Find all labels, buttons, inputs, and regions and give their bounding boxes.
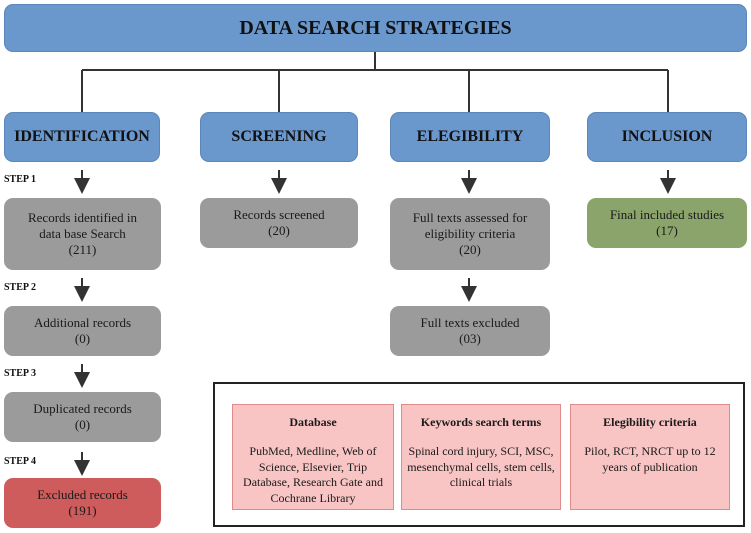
- box-label: Additional records: [33, 314, 132, 330]
- criteria-card: Elegibility criteria Pilot, RCT, NRCT up…: [570, 404, 730, 510]
- box-label: Duplicated records: [33, 400, 132, 416]
- search-criteria-panel: Database PubMed, Medline, Web of Science…: [213, 382, 745, 527]
- stage-inclusion: INCLUSION: [587, 112, 747, 162]
- stage-identification: IDENTIFICATION: [4, 112, 160, 162]
- duplicated-records-box: Duplicated records (0): [4, 392, 161, 442]
- final-included-box: Final included studies (17): [587, 198, 747, 248]
- box-label: Final included studies: [609, 206, 725, 222]
- full-texts-excluded-box: Full texts excluded (03): [390, 306, 550, 356]
- keywords-card: Keywords search terms Spinal cord injury…: [401, 404, 561, 510]
- criteria-list: Pilot, RCT, NRCT up to 12 years of publi…: [584, 444, 716, 474]
- box-count: (20): [268, 223, 290, 238]
- box-count: (0): [74, 417, 91, 432]
- diagram-title: DATA SEARCH STRATEGIES: [4, 4, 747, 52]
- box-label: Records identified in data base Search: [27, 209, 138, 241]
- database-card: Database PubMed, Medline, Web of Science…: [232, 404, 394, 510]
- database-list: PubMed, Medline, Web of Science, Elsevie…: [243, 444, 383, 505]
- step-label-2: STEP 2: [4, 282, 36, 293]
- additional-records-box: Additional records (0): [4, 306, 161, 356]
- box-count: (03): [459, 331, 481, 346]
- stage-screening: SCREENING: [200, 112, 358, 162]
- step-label-3: STEP 3: [4, 368, 36, 379]
- box-count: (211): [68, 242, 97, 258]
- box-count: (17): [656, 223, 678, 238]
- step-label-1: STEP 1: [4, 174, 36, 185]
- box-count: (191): [68, 503, 97, 518]
- stage-elegibility: ELEGIBILITY: [390, 112, 550, 162]
- box-label: Records screened: [233, 206, 325, 222]
- keywords-list: Spinal cord injury, SCI, MSC, mesenchyma…: [407, 444, 555, 490]
- database-title: Database: [289, 415, 337, 429]
- full-texts-assessed-box: Full texts assessed for eligibility crit…: [390, 198, 550, 270]
- box-count: (20): [459, 242, 481, 258]
- box-label: Full texts assessed for eligibility crit…: [412, 209, 528, 241]
- box-label: Excluded records: [37, 486, 128, 502]
- box-count: (0): [74, 331, 91, 346]
- criteria-title: Elegibility criteria: [603, 415, 697, 429]
- records-screened-box: Records screened (20): [200, 198, 358, 248]
- step-label-4: STEP 4: [4, 456, 36, 467]
- excluded-records-box: Excluded records (191): [4, 478, 161, 528]
- box-label: Full texts excluded: [420, 314, 520, 330]
- records-identified-box: Records identified in data base Search (…: [4, 198, 161, 270]
- keywords-title: Keywords search terms: [420, 415, 542, 429]
